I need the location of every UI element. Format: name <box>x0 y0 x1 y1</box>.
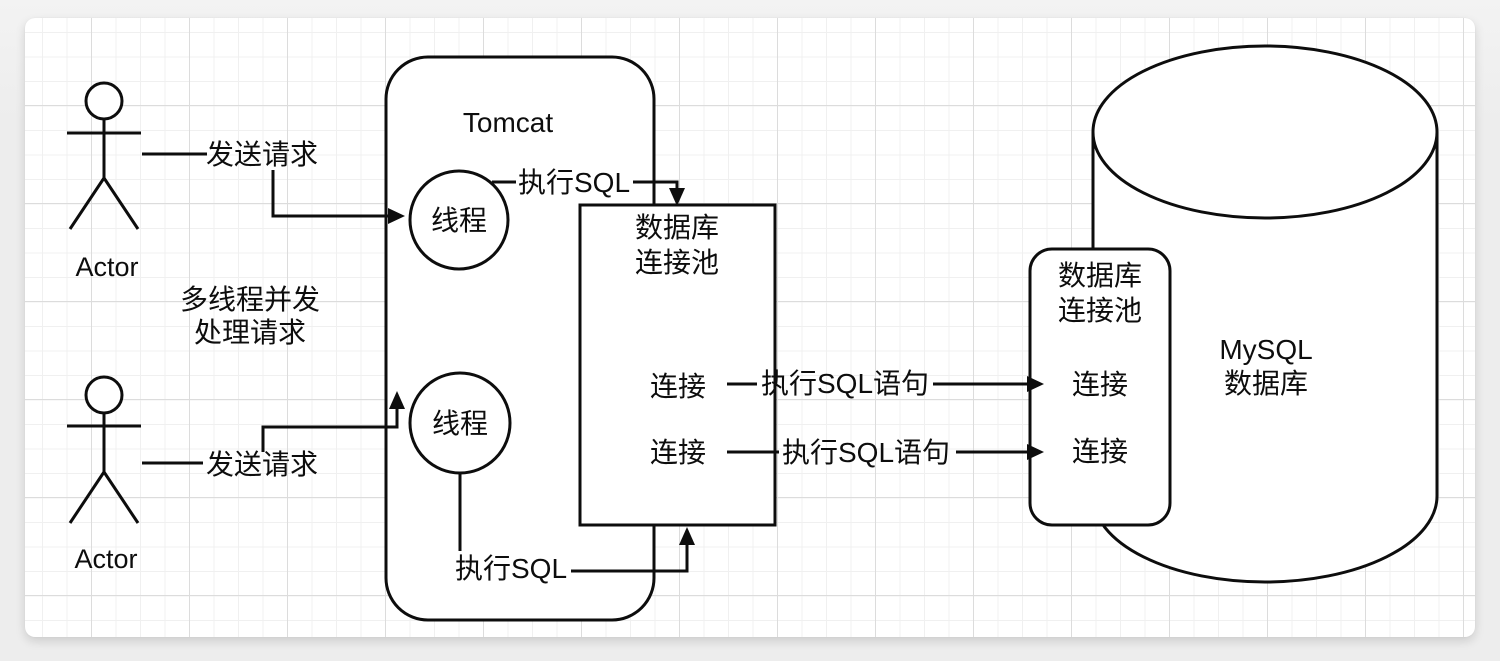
edge-send-request-1-label: 发送请求 <box>206 139 318 170</box>
actor-1-leg-left <box>68 177 106 230</box>
outer-connection-pool[interactable]: 数据库 连接池 连接 连接 <box>1028 247 1172 527</box>
edge-exec-sql-stmt-2-arrowhead <box>1027 444 1044 460</box>
edge-exec-sql-bottom-label: 执行SQL <box>455 553 567 584</box>
thread-label-2: 线程 <box>432 408 488 439</box>
tomcat-title: Tomcat <box>463 107 553 138</box>
mysql-database-cylinder[interactable]: MySQL 数据库 <box>1091 44 1439 584</box>
edge-send-request-2-arrowhead <box>389 391 405 409</box>
edge-exec-sql-top[interactable]: 执行SQL <box>492 167 685 206</box>
edge-send-request-1-line <box>271 170 390 218</box>
actor-1-leg-right <box>102 177 140 230</box>
edge-exec-sql-stmt-2-label: 执行SQL语句 <box>782 437 950 468</box>
thread-circle-1 <box>408 169 510 271</box>
edge-send-request-2-line <box>261 407 399 452</box>
edge-exec-sql-bottom-line <box>571 543 689 573</box>
actor-2-head <box>84 375 124 415</box>
edge-exec-sql-top-line <box>633 180 679 190</box>
edge-send-request-2[interactable]: 发送请求 <box>142 391 405 480</box>
edge-exec-sql-stmt-1-label: 执行SQL语句 <box>761 368 929 399</box>
actor-2-leg-left <box>68 471 106 524</box>
thread-node-1[interactable]: 线程 <box>408 169 510 271</box>
actor-1-head <box>84 81 124 121</box>
actor-1[interactable]: Actor <box>67 81 141 282</box>
edge-exec-sql-stmt-1-arrowhead <box>1027 376 1044 392</box>
inner-pool-connection-1: 连接 <box>650 371 706 402</box>
actor-2[interactable]: Actor <box>67 375 141 574</box>
multithread-note-line2: 处理请求 <box>194 317 306 348</box>
inner-connection-pool[interactable]: 数据库 连接池 连接 连接 <box>578 203 777 527</box>
outer-pool-title-line1: 数据库 <box>1058 260 1142 291</box>
edge-exec-sql-stmt-2[interactable]: 执行SQL语句 <box>727 437 1044 468</box>
actor-2-label: Actor <box>74 544 137 574</box>
thread-node-2[interactable]: 线程 <box>408 371 512 475</box>
edge-send-request-1-arrowhead <box>388 208 405 224</box>
inner-pool-box <box>578 203 777 527</box>
multithread-note[interactable]: 多线程并发 处理请求 <box>180 284 320 348</box>
actor-2-leg-right <box>102 471 140 524</box>
actor-1-label: Actor <box>75 252 138 282</box>
outer-pool-title-line2: 连接池 <box>1058 295 1142 326</box>
cylinder-body <box>1091 44 1439 584</box>
edge-exec-sql-bottom[interactable]: 执行SQL <box>455 472 695 584</box>
outer-pool-connection-1: 连接 <box>1072 369 1128 400</box>
edge-send-request-2-label: 发送请求 <box>206 449 318 480</box>
mysql-label-line1: MySQL <box>1219 334 1312 365</box>
multithread-note-line1: 多线程并发 <box>180 284 320 315</box>
thread-label-1: 线程 <box>431 205 487 236</box>
edge-send-request-1[interactable]: 发送请求 <box>142 139 405 224</box>
outer-pool-connection-2: 连接 <box>1072 436 1128 467</box>
edge-exec-sql-stmt-1[interactable]: 执行SQL语句 <box>727 368 1044 399</box>
edge-exec-sql-top-arrowhead <box>669 188 685 206</box>
inner-pool-title-line1: 数据库 <box>635 212 719 243</box>
edge-exec-sql-top-label: 执行SQL <box>518 167 630 198</box>
cylinder-top-rim <box>1091 131 1439 220</box>
mysql-label-line2: 数据库 <box>1224 368 1308 399</box>
inner-pool-connection-2: 连接 <box>650 437 706 468</box>
inner-pool-title-line2: 连接池 <box>635 247 719 278</box>
edge-exec-sql-bottom-arrowhead <box>679 527 695 545</box>
